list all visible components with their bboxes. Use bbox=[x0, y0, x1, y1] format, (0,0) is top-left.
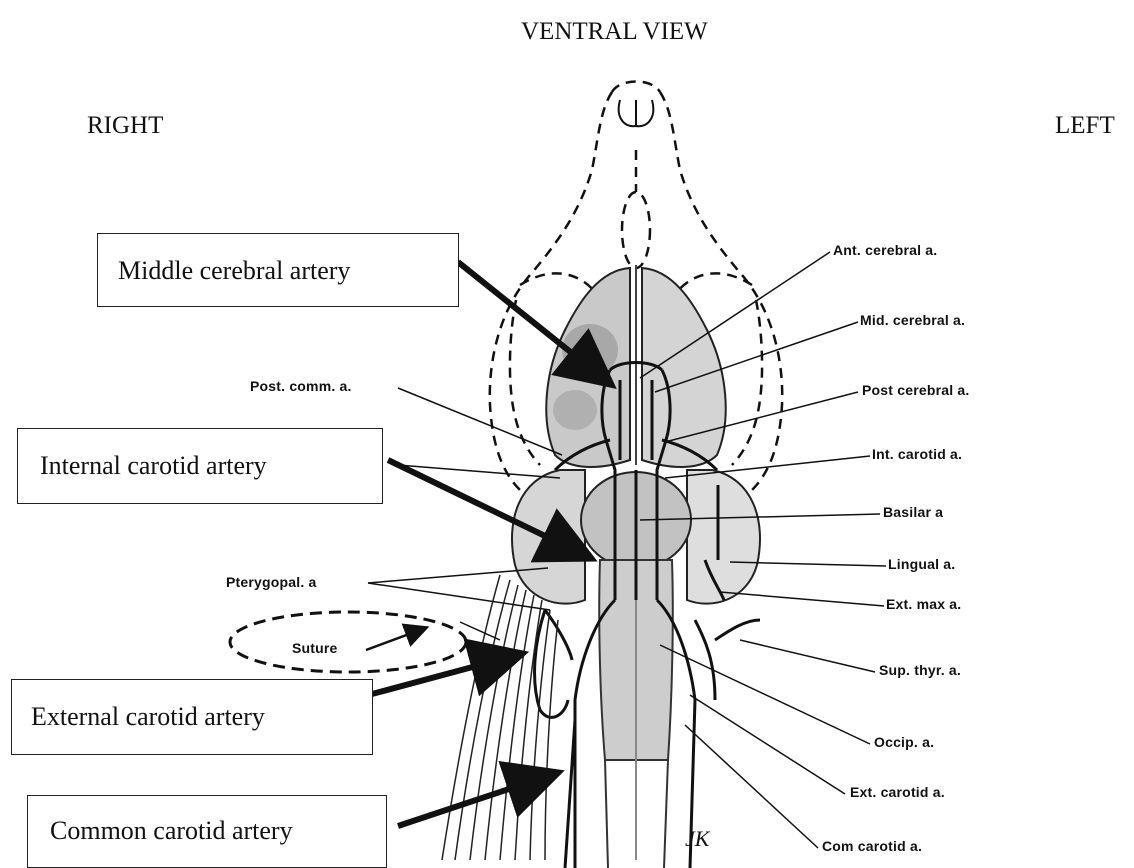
label-sup-thyr: Sup. thyr. a. bbox=[879, 662, 961, 678]
label-ext-carotid: Ext. carotid a. bbox=[850, 784, 945, 800]
suture-arrow bbox=[366, 630, 420, 650]
label-ext-max: Ext. max a. bbox=[886, 596, 961, 612]
suture-ellipse bbox=[230, 612, 466, 672]
callout-middle-cerebral: Middle cerebral artery bbox=[97, 233, 459, 307]
callout-external-carotid-text: External carotid artery bbox=[31, 702, 265, 732]
callout-common-carotid-text: Common carotid artery bbox=[50, 816, 293, 846]
callout-arrows bbox=[372, 262, 598, 826]
callout-internal-carotid-text: Internal carotid artery bbox=[40, 451, 267, 481]
olfactory-bulb bbox=[619, 100, 654, 126]
label-lingual: Lingual a. bbox=[888, 556, 955, 572]
callout-common-carotid: Common carotid artery bbox=[27, 795, 387, 868]
callout-internal-carotid: Internal carotid artery bbox=[17, 428, 383, 504]
label-pterygopal: Pterygopal. a bbox=[226, 574, 317, 590]
label-ant-cerebral: Ant. cerebral a. bbox=[833, 242, 937, 258]
artist-signature: JK bbox=[685, 826, 709, 852]
neck-muscle bbox=[442, 575, 558, 860]
label-com-carotid: Com carotid a. bbox=[822, 838, 922, 854]
callout-external-carotid: External carotid artery bbox=[11, 679, 373, 755]
label-int-carotid: Int. carotid a. bbox=[872, 446, 962, 462]
callout-middle-cerebral-text: Middle cerebral artery bbox=[118, 256, 350, 286]
label-mid-cerebral: Mid. cerebral a. bbox=[860, 312, 965, 328]
cerebral-hemispheres bbox=[546, 265, 725, 467]
label-occip: Occip. a. bbox=[874, 734, 934, 750]
label-post-cerebral: Post cerebral a. bbox=[862, 382, 969, 398]
label-basilar: Basilar a bbox=[883, 504, 943, 520]
label-post-comm: Post. comm. a. bbox=[250, 378, 352, 394]
label-suture: Suture bbox=[292, 640, 338, 656]
arrow-common-carotid bbox=[398, 778, 542, 826]
